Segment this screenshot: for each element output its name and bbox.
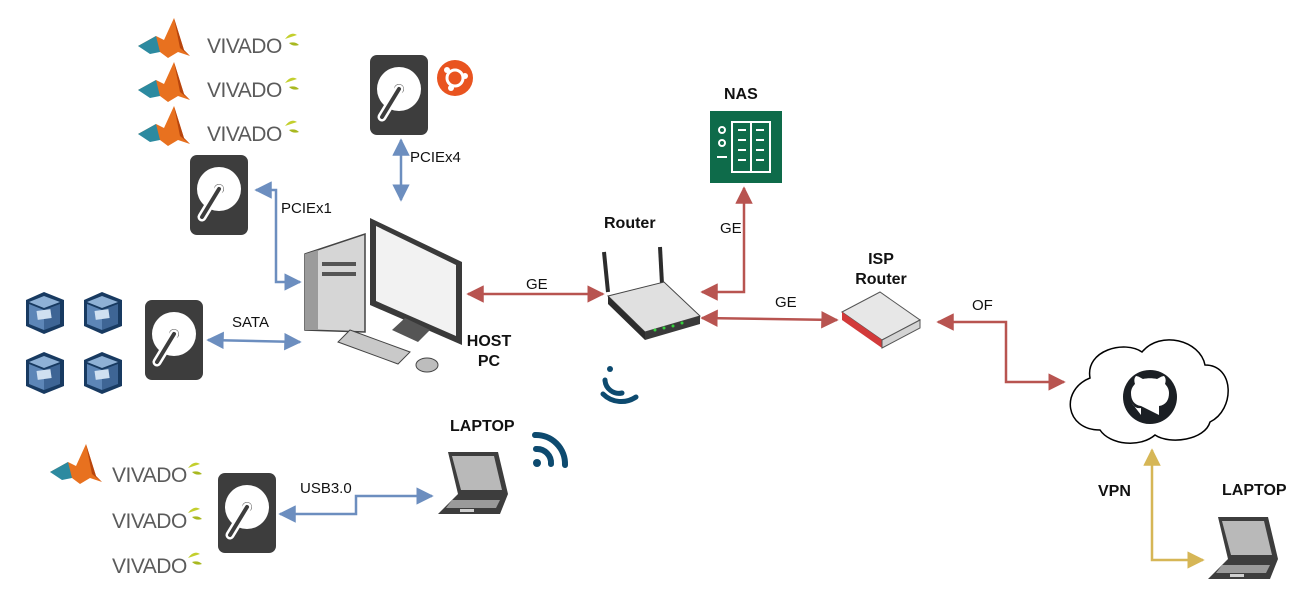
matlab-icon	[138, 62, 190, 102]
router-icon	[602, 246, 701, 340]
hdd-pciex1-icon	[190, 155, 248, 235]
vivado-label: VIVADO	[207, 123, 282, 146]
link-pciex1	[254, 181, 302, 291]
link-sata	[206, 331, 302, 351]
host-pc-icon	[304, 218, 462, 373]
vivado-label: VIVADO	[112, 510, 187, 533]
link-vpn	[1143, 448, 1205, 569]
vivado-leaf-icon	[188, 552, 202, 565]
isp-router-label: ISP Router	[855, 251, 907, 288]
pciex1-label: PCIEx1	[281, 200, 332, 217]
virtualbox-icon	[84, 292, 122, 334]
usb-label: USB3.0	[300, 480, 352, 497]
virtualbox-icon	[26, 352, 64, 394]
hdd-sata-icon	[145, 300, 203, 380]
software-stack-bottom	[50, 444, 202, 565]
ge-host-router-label: GE	[526, 276, 548, 293]
matlab-icon	[138, 18, 190, 58]
link-usb	[278, 487, 434, 523]
ubuntu-icon	[437, 60, 473, 96]
router-label: Router	[604, 215, 656, 232]
nas-label: NAS	[724, 86, 758, 103]
laptop-local-icon	[438, 452, 508, 514]
github-icon	[1123, 370, 1177, 424]
matlab-icon	[138, 106, 190, 146]
link-ge-router-isp	[700, 309, 839, 329]
laptop-remote-label: LAPTOP	[1222, 482, 1287, 499]
vivado-label: VIVADO	[207, 79, 282, 102]
vpn-label: VPN	[1098, 483, 1131, 500]
virtualbox-icon	[26, 292, 64, 334]
vivado-label: VIVADO	[112, 464, 187, 487]
vivado-label: VIVADO	[112, 555, 187, 578]
link-ge-router-nas	[700, 186, 753, 301]
isp-router-icon	[841, 291, 921, 349]
ge-router-isp-label: GE	[775, 294, 797, 311]
hdd-pciex4-icon	[370, 55, 428, 135]
wifi-icon	[600, 366, 639, 405]
of-label: OF	[972, 297, 993, 314]
hdd-usb-icon	[218, 473, 276, 553]
matlab-icon	[50, 444, 102, 484]
pciex4-label: PCIEx4	[410, 149, 461, 166]
laptop-local-label: LAPTOP	[450, 418, 515, 435]
link-of	[936, 313, 1066, 391]
virtualbox-group	[26, 292, 122, 394]
ge-router-nas-label: GE	[720, 220, 742, 237]
vivado-leaf-icon	[188, 462, 202, 475]
laptop-remote-icon	[1208, 517, 1278, 579]
sata-label: SATA	[232, 314, 269, 331]
nas-icon	[710, 111, 782, 183]
virtualbox-icon	[84, 352, 122, 394]
wireless-icon	[532, 432, 568, 468]
host-pc-label: HOST PC	[466, 333, 512, 370]
vivado-leaf-icon	[285, 77, 299, 90]
vivado-leaf-icon	[285, 33, 299, 46]
vivado-label: VIVADO	[207, 35, 282, 58]
vivado-leaf-icon	[285, 120, 299, 133]
vivado-leaf-icon	[188, 507, 202, 520]
